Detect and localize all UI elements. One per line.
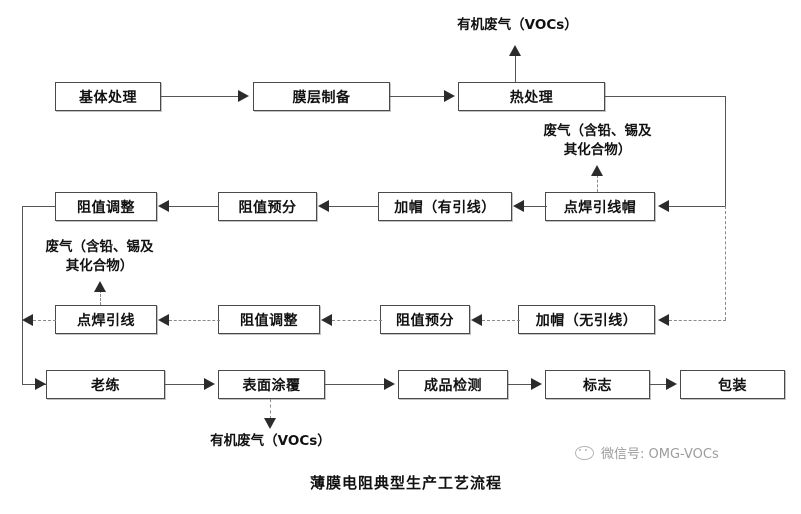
arrowhead-down xyxy=(264,418,276,429)
edge-film-prep-to-heat-treat xyxy=(390,96,444,97)
watermark: 微信号: OMG-VOCs xyxy=(575,443,719,462)
node-label: 阻值预分 xyxy=(238,199,297,216)
node-label: 点焊引线帽 xyxy=(563,199,637,216)
node-label: 加帽（无引线） xyxy=(535,312,638,329)
node-coating[interactable]: 表面涂覆 xyxy=(218,370,325,399)
edge-res-adjust-1-left-stub xyxy=(22,206,56,207)
arrowhead-right xyxy=(444,90,455,102)
edge-right-bus-to-cap-nolead xyxy=(669,320,726,321)
arrowhead-right xyxy=(35,378,46,390)
node-res-adjust-2[interactable]: 阻值调整 xyxy=(218,305,320,334)
node-label: 加帽（有引线） xyxy=(394,199,496,216)
edge-marking-to-packaging xyxy=(650,384,667,385)
emission-line-2: 其化合物） xyxy=(563,142,632,158)
node-label: 包装 xyxy=(718,377,747,394)
emission-line-1: 废气（含铅、锡及 xyxy=(543,123,652,139)
node-label: 老练 xyxy=(91,377,120,394)
edge-right-bus-to-spot-weld-cap xyxy=(669,206,726,207)
diagram-caption: 薄膜电阻典型生产工艺流程 xyxy=(310,474,503,492)
arrowhead-right xyxy=(666,378,677,390)
edge-spot-weld-cap-to-cap-lead xyxy=(524,206,547,207)
node-label: 阻值调整 xyxy=(240,312,298,329)
node-film-prep[interactable]: 膜层制备 xyxy=(253,82,390,111)
node-heat-treat[interactable]: 热处理 xyxy=(458,82,605,111)
arrowhead-left xyxy=(158,200,169,212)
node-label: 阻值调整 xyxy=(77,199,135,216)
node-res-presort-2[interactable]: 阻值预分 xyxy=(380,305,470,334)
node-res-presort-1[interactable]: 阻值预分 xyxy=(218,192,317,221)
arrowhead-up xyxy=(94,281,106,292)
wechat-icon xyxy=(575,445,595,460)
emission-line-2: 其化合物） xyxy=(65,258,134,274)
emission-line-1: 废气（含铅、锡及 xyxy=(45,239,154,255)
edge-res-presort-1-to-res-adjust-1 xyxy=(169,206,219,207)
edge-right-bus-vertical-solid xyxy=(725,96,726,206)
arrowhead-right xyxy=(238,90,249,102)
edge-left-bus-vertical xyxy=(22,206,23,384)
node-packaging[interactable]: 包装 xyxy=(680,370,785,399)
edge-cap-nolead-to-res-presort-2 xyxy=(482,320,520,321)
edge-res-presort-2-to-res-adjust-2 xyxy=(332,320,382,321)
node-spot-weld-lead[interactable]: 点焊引线 xyxy=(55,305,157,334)
arrowhead-left xyxy=(318,200,329,212)
node-label: 热处理 xyxy=(509,89,554,106)
edge-aging-to-coating xyxy=(165,384,205,385)
node-label: 膜层制备 xyxy=(292,89,351,106)
edge-spot-weld-lead-to-fume xyxy=(100,290,101,305)
arrowhead-right xyxy=(204,378,215,390)
node-cap-lead[interactable]: 加帽（有引线） xyxy=(378,192,512,221)
edge-coating-to-voc xyxy=(270,399,271,419)
node-label: 基体处理 xyxy=(79,89,137,106)
arrowhead-left xyxy=(513,200,524,212)
node-label: 表面涂覆 xyxy=(242,377,301,394)
node-label: 标志 xyxy=(583,377,612,394)
emission-fume-weld: 废气（含铅、锡及 其化合物） xyxy=(22,238,177,276)
edge-substrate-to-film-prep xyxy=(161,96,239,97)
arrowhead-left xyxy=(321,314,332,326)
node-label: 点焊引线 xyxy=(77,312,135,329)
emission-fume-heat: 废气（含铅、锡及 其化合物） xyxy=(520,122,675,160)
edge-res-adjust-2-to-spot-weld-lead xyxy=(169,320,220,321)
node-cap-nolead[interactable]: 加帽（无引线） xyxy=(518,305,655,334)
edge-heat-treat-right-stub xyxy=(605,96,725,97)
edge-right-bus-vertical-dashed xyxy=(725,206,726,320)
edge-heat-treat-to-voc xyxy=(515,55,516,82)
arrowhead-left xyxy=(471,314,482,326)
emission-voc-heat: 有机废气（VOCs） xyxy=(457,17,578,33)
edge-spot-weld-cap-to-fume xyxy=(597,175,598,192)
node-spot-weld-cap[interactable]: 点焊引线帽 xyxy=(545,192,655,221)
edge-cap-lead-to-res-presort-1 xyxy=(329,206,379,207)
edge-final-test-to-marking xyxy=(508,384,532,385)
edge-coating-to-final-test xyxy=(325,384,385,385)
node-marking[interactable]: 标志 xyxy=(545,370,650,399)
arrowhead-left xyxy=(658,200,669,212)
node-label: 成品检测 xyxy=(424,377,482,394)
node-substrate[interactable]: 基体处理 xyxy=(55,82,161,111)
watermark-text: 微信号: OMG-VOCs xyxy=(601,447,719,462)
arrowhead-right xyxy=(531,378,542,390)
node-final-test[interactable]: 成品检测 xyxy=(398,370,508,399)
edge-spot-weld-lead-to-left-bus xyxy=(33,320,56,321)
node-aging[interactable]: 老练 xyxy=(46,370,165,399)
arrowhead-up xyxy=(509,45,521,56)
node-label: 阻值预分 xyxy=(396,312,454,329)
arrowhead-right xyxy=(384,378,395,390)
node-res-adjust-1[interactable]: 阻值调整 xyxy=(55,192,157,221)
edge-left-bus-to-aging xyxy=(22,384,47,385)
arrowhead-up xyxy=(591,165,603,176)
emission-voc-coating: 有机废气（VOCs） xyxy=(210,433,331,449)
arrowhead-left xyxy=(22,314,33,326)
arrowhead-left xyxy=(158,314,169,326)
arrowhead-left xyxy=(658,314,669,326)
